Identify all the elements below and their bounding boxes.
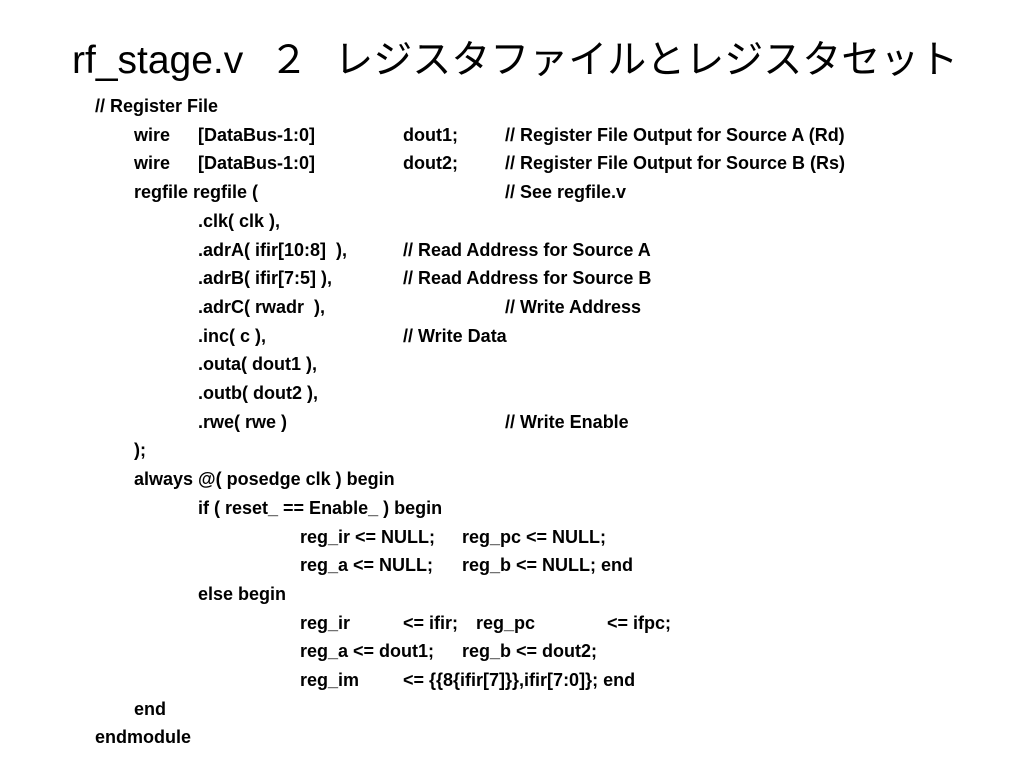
code-segment: wire: [134, 124, 171, 145]
code-line: regfile regfile ( // See regfile.v: [0, 178, 1024, 206]
code-segment: reg_im: [300, 670, 360, 690]
code-segment: reg_ir <= NULL;: [300, 526, 436, 547]
title-filename: rf_stage.v: [72, 39, 244, 82]
code-segment: always @( posedge clk ) begin: [134, 469, 395, 490]
code-line: reg_a <= NULL; reg_b <= NULL; end: [0, 551, 1024, 579]
code-comment: // Read Address for Source A: [403, 239, 651, 260]
code-segment: dout1;: [403, 124, 458, 145]
code-line: .inc( c ), // Write Data: [0, 322, 1024, 350]
code-segment: .adrC( rwadr ),: [198, 296, 326, 317]
code-line: endmodule: [0, 723, 1024, 751]
code-line: .adrB( ifir[7:5] ), // Read Address for S…: [0, 264, 1024, 292]
code-line: .adrA( ifir[10:8] ), // Read Address for …: [0, 236, 1024, 264]
code-line: reg_im <= {{8{ifir[7]}},ifir[7:0]}; end: [0, 666, 1024, 694]
code-comment: // Write Data: [403, 325, 507, 346]
code-segment: reg_a <= NULL;: [300, 555, 434, 576]
code-comment: // See regfile.v: [505, 182, 627, 203]
code-segment: .inc( c ),: [198, 325, 267, 346]
code-segment: end: [134, 698, 167, 719]
code-line: wire [DataBus-1:0] dout1; // Register File …: [0, 121, 1024, 149]
code-line: reg_a <= dout1; reg_b <= dout2;: [0, 637, 1024, 665]
code-segment: dout2;: [403, 153, 458, 174]
code-segment: );: [134, 440, 146, 461]
code-segment: [DataBus-1:0]: [198, 124, 316, 145]
code-segment: <= ifir;: [403, 612, 459, 633]
code-comment: // Register File Output for Source B (Rs…: [505, 153, 846, 174]
code-segment: .outb( dout2 ),: [198, 383, 318, 403]
code-segment: reg_b <= dout2;: [462, 641, 598, 662]
code-line: .adrC( rwadr ), // Write Address: [0, 293, 1024, 321]
code-segment: <= ifpc;: [607, 612, 672, 633]
code-line: wire [DataBus-1:0] dout2; // Register File …: [0, 149, 1024, 177]
code-segment: if ( reset_ == Enable_ ) begin: [198, 497, 443, 518]
code-line: reg_ir <= NULL; reg_pc <= NULL;: [0, 523, 1024, 551]
code-comment: // Write Address: [505, 296, 642, 317]
code-segment: .outa( dout1 ),: [198, 354, 317, 375]
code-line: // Register File: [0, 92, 1024, 120]
code-comment: // Write Enable: [505, 411, 629, 432]
code-segment: .clk( clk ),: [198, 210, 281, 231]
title-number: ２: [269, 39, 309, 82]
code-segment: <= {{8{ifir[7]}},ifir[7:0]}; end: [403, 670, 636, 690]
code-comment: // Read Address for Source B: [403, 268, 652, 289]
code-comment: // Register File Output for Source A (Rd…: [505, 124, 845, 145]
code-segment: reg_ir: [300, 612, 351, 633]
code-segment: reg_a <= dout1;: [300, 641, 435, 662]
code-line: end: [0, 695, 1024, 723]
code-line: if ( reset_ == Enable_ ) begin: [0, 494, 1024, 522]
code-line: reg_ir <= ifir; reg_pc <= ifpc;: [0, 609, 1024, 637]
code-line: always @( posedge clk ) begin: [0, 465, 1024, 493]
code-segment: regfile regfile (: [134, 182, 259, 203]
code-segment: wire: [134, 153, 171, 174]
code-segment: reg_pc <= NULL;: [462, 526, 607, 547]
code-line: .outa( dout1 ),: [0, 350, 1024, 378]
code-segment: .adrA( ifir[10:8] ),: [198, 239, 348, 260]
code-segment: .rwe( rwe ): [198, 411, 288, 432]
code-line: .clk( clk ),: [0, 207, 1024, 235]
code-segment: reg_b <= NULL; end: [462, 555, 634, 576]
code-comment: // Register File: [95, 96, 219, 116]
code-line: else begin: [0, 580, 1024, 608]
slide-title: rf_stage.v ２ レジスタファイルとレジスタセット: [72, 36, 958, 86]
code-line: .rwe( rwe ) // Write Enable: [0, 408, 1024, 436]
code-segment: [DataBus-1:0]: [198, 153, 316, 174]
code-segment: reg_pc: [476, 612, 536, 633]
code-segment: endmodule: [95, 727, 192, 748]
title-subtitle: レジスタファイルとレジスタセット: [334, 39, 959, 82]
code-segment: else begin: [198, 583, 287, 604]
code-segment: .adrB( ifir[7:5] ),: [198, 268, 333, 289]
code-line: .outb( dout2 ),: [0, 379, 1024, 407]
code-line: );: [0, 436, 1024, 464]
